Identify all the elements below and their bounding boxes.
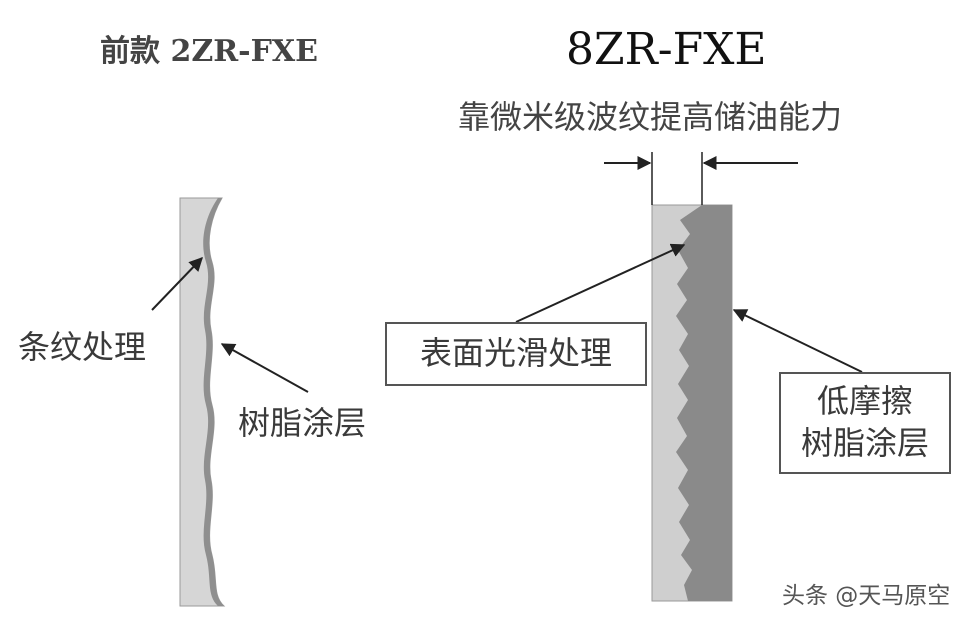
arrow-resin-left	[220, 343, 309, 393]
box-lowfriction-line2: 树脂涂层	[800, 424, 929, 462]
arrow-stripe	[151, 256, 203, 311]
right-resin-coating	[676, 205, 732, 601]
wave-depth-dimension	[604, 152, 798, 205]
right-subtitle: 靠微米级波纹提高储油能力	[458, 98, 843, 136]
label-resin-coating-left: 树脂涂层	[238, 404, 367, 442]
label-stripe-treatment: 条纹处理	[18, 328, 147, 366]
box-low-friction-resin: 低摩擦 树脂涂层	[779, 372, 951, 474]
right-piston-skirt	[651, 204, 733, 602]
box-lowfriction-line1: 低摩擦	[816, 382, 913, 421]
arrow-smooth	[515, 243, 686, 323]
watermark: 头条 @天马原空	[782, 583, 951, 609]
box-smooth-surface: 表面光滑处理	[385, 322, 647, 386]
left-title: 前款 2ZR-FXE	[100, 34, 319, 69]
left-piston-skirt	[179, 197, 226, 607]
box-smooth-label: 表面光滑处理	[419, 334, 612, 373]
arrow-lowfriction	[732, 309, 863, 373]
left-resin-coating	[203, 198, 224, 606]
right-title: 8ZR-FXE	[566, 24, 767, 75]
